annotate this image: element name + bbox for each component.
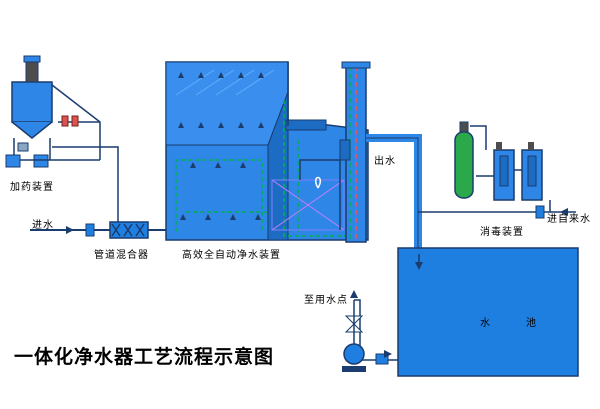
inlet-pipe xyxy=(30,223,110,237)
label-tank-left: 水 xyxy=(480,318,491,329)
dosing-device xyxy=(5,55,101,168)
purifier-unit xyxy=(165,61,369,241)
pump-assembly xyxy=(342,290,398,372)
dosing-pipe xyxy=(52,146,119,222)
disinfection-device xyxy=(418,121,576,219)
label-water-outlet: 出水 xyxy=(374,156,396,167)
label-tank-right: 池 xyxy=(526,318,537,329)
control-column xyxy=(339,61,371,243)
label-water-point: 至用水点 xyxy=(304,295,348,306)
label-pipe-mixer: 管道混合器 xyxy=(94,250,149,261)
water-tank xyxy=(397,247,579,377)
label-dosing-device: 加药装置 xyxy=(10,182,54,193)
pipe-mixer xyxy=(109,221,166,239)
diagram-title: 一体化净水器工艺流程示意图 xyxy=(14,346,275,368)
label-water-inlet: 进水 xyxy=(32,220,54,231)
label-tap-water-inlet: 进自来水 xyxy=(547,214,591,225)
label-disinfection-device: 消毒装置 xyxy=(480,227,524,238)
label-purifier: 高效全自动净水装置 xyxy=(182,250,281,261)
